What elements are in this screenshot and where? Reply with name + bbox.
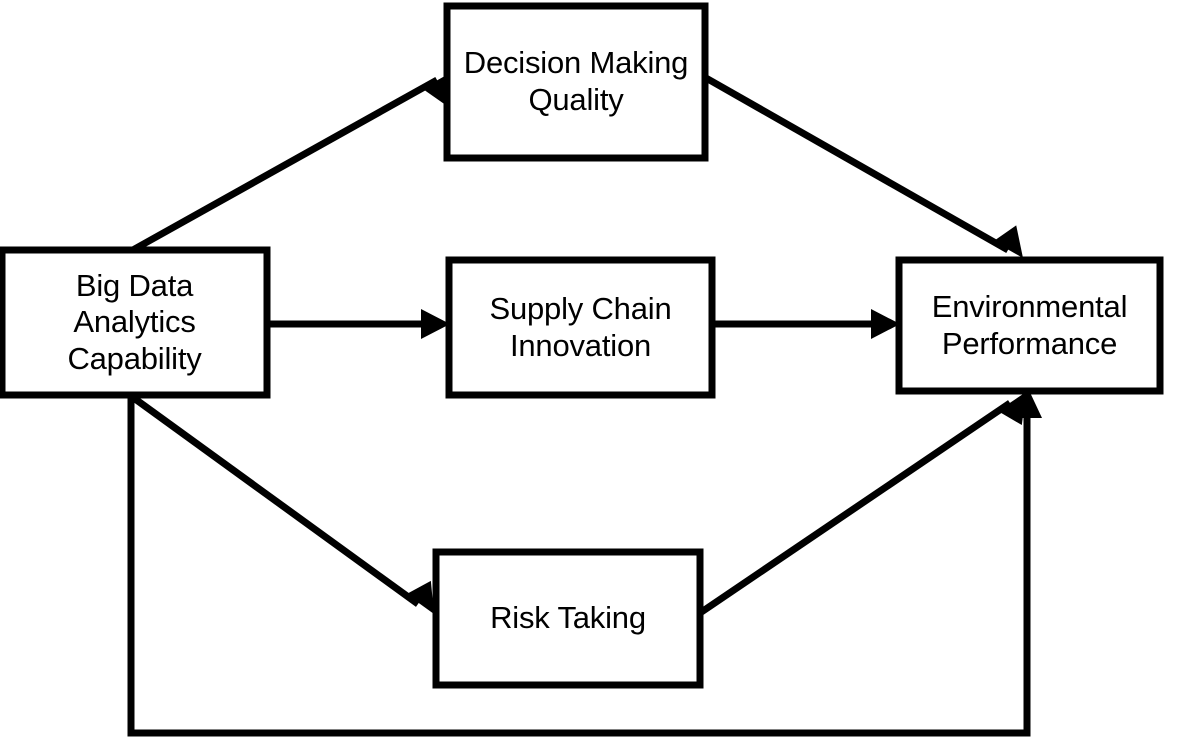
edge-bdac-to-rt-path bbox=[128, 393, 421, 607]
node-box-risk-taking[interactable] bbox=[432, 548, 704, 689]
arrowhead-bdac-to-rt bbox=[406, 580, 434, 614]
edge-supply-chain-innovation-to-environmental-performance bbox=[712, 309, 900, 339]
arrowhead-bdac-to-sci bbox=[421, 309, 450, 339]
edge-bdac-to-supply-chain-innovation bbox=[267, 309, 450, 339]
edge-bdac-to-ep-path bbox=[127, 395, 1031, 737]
edge-decision-making-quality-to-environmental-performance bbox=[704, 74, 1023, 258]
edge-risk-taking-to-environmental-performance bbox=[698, 391, 1026, 616]
arrowhead-sci-to-ep bbox=[871, 309, 900, 339]
edge-bdac-to-risk-taking bbox=[128, 393, 434, 614]
node-box-big-data-analytics-capability[interactable] bbox=[0, 246, 271, 399]
edge-bdac-to-decision-making-quality bbox=[129, 72, 452, 255]
node-box-decision-making-quality[interactable] bbox=[443, 2, 709, 162]
edge-rt-to-ep-path bbox=[698, 400, 1012, 616]
edge-bdac-to-dmq-path bbox=[129, 76, 439, 255]
arrowhead-rt-to-ep bbox=[997, 391, 1026, 426]
edge-dmq-to-ep-path bbox=[704, 74, 1010, 254]
node-box-supply-chain-innovation[interactable] bbox=[445, 256, 716, 399]
arrowhead-dmq-to-ep bbox=[993, 225, 1023, 258]
node-box-environmental-performance[interactable] bbox=[895, 256, 1164, 395]
